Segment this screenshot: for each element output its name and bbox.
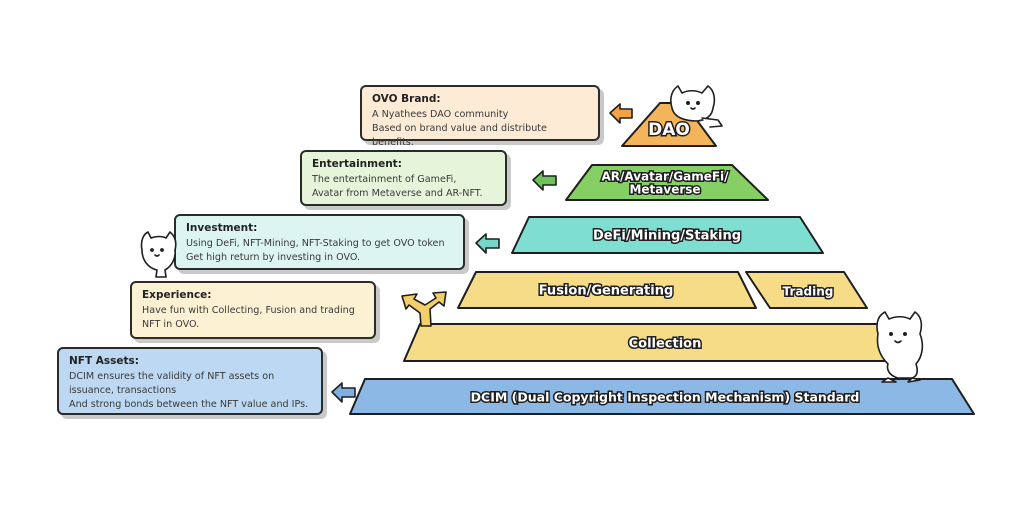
- tier-ar-label-line-1: AR/Avatar/GameFi/: [601, 170, 729, 184]
- nft-assets-line-1: DCIM ensures the validity of NFT assets …: [69, 371, 275, 382]
- experience-box: Experience: Have fun with Collecting, Fu…: [130, 281, 376, 339]
- tier-ar-avatar: [565, 164, 769, 201]
- nft-assets-line-2: issuance, transactions: [69, 385, 177, 396]
- arrow-left-icon: [475, 233, 500, 254]
- investment-line-1: Using DeFi, NFT-Mining, NFT-Staking to g…: [186, 238, 445, 249]
- tier-ar-label-line-2: Metaverse: [629, 183, 700, 197]
- tier-fusion: [457, 271, 757, 309]
- experience-title: Experience:: [142, 289, 212, 301]
- experience-line-2: NFT in OVO.: [142, 319, 200, 330]
- tier-fusion-label: Fusion/Generating: [539, 284, 674, 299]
- tier-dao-label: DAO: [648, 120, 690, 140]
- tier-dcim-label: DCIM (Dual Copyright Inspection Mechanis…: [471, 390, 860, 405]
- tier-dcim: [349, 378, 975, 415]
- split-arrow-icon: [401, 291, 447, 327]
- tier-trading-label: Trading: [783, 285, 834, 299]
- ovo-brand-line-1: A Nyathees DAO community: [372, 109, 509, 120]
- nft-assets-box: NFT Assets: DCIM ensures the validity of…: [57, 347, 323, 415]
- nft-assets-title: NFT Assets:: [69, 355, 139, 367]
- ovo-brand-title: OVO Brand:: [372, 93, 441, 105]
- entertainment-line-2: Avatar from Metaverse and AR-NFT.: [312, 188, 483, 199]
- cat-mascot-icon: [876, 311, 924, 383]
- ovo-brand-box: OVO Brand: A Nyathees DAO community Base…: [360, 85, 600, 148]
- arrow-left-icon: [331, 382, 356, 403]
- tier-defi-label: DeFi/Mining/Staking: [593, 229, 741, 244]
- experience-line-1: Have fun with Collecting, Fusion and tra…: [142, 305, 355, 316]
- entertainment-line-1: The entertainment of GameFi,: [312, 174, 457, 185]
- tier-defi: [511, 216, 824, 254]
- cat-mascot-icon: [670, 85, 723, 128]
- tier-collection-label: Collection: [629, 337, 702, 352]
- entertainment-box: Entertainment: The entertainment of Game…: [300, 150, 507, 206]
- investment-line-2: Get high return by investing in OVO.: [186, 252, 361, 263]
- cat-mascot-icon: [140, 231, 177, 278]
- arrow-left-icon: [532, 170, 557, 191]
- entertainment-title: Entertainment:: [312, 158, 402, 170]
- arrow-left-icon: [609, 103, 633, 124]
- tier-trading: [745, 271, 868, 309]
- nft-assets-line-3: And strong bonds between the NFT value a…: [69, 399, 309, 410]
- ovo-brand-line-2: Based on brand value and distribute bene…: [372, 123, 547, 148]
- investment-title: Investment:: [186, 222, 258, 234]
- investment-box: Investment: Using DeFi, NFT-Mining, NFT-…: [174, 214, 465, 270]
